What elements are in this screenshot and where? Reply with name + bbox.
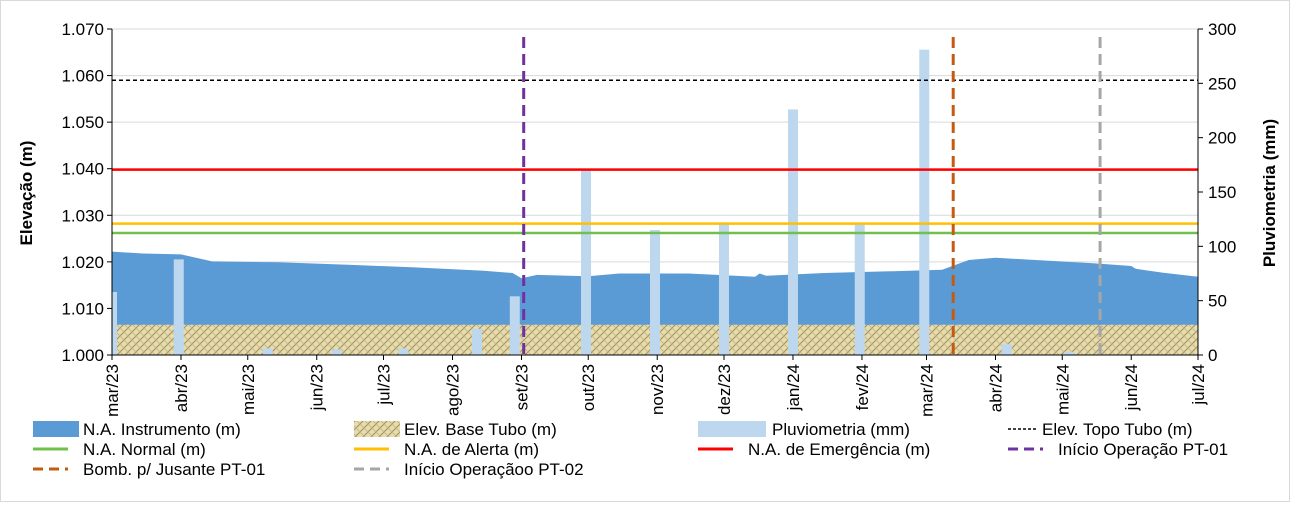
y-left-tick-label: 1.010 (61, 299, 104, 318)
x-tick-label: abr/23 (172, 364, 191, 412)
x-tick-label: abr/24 (986, 364, 1005, 412)
legend-label: Bomb. p/ Jusante PT-01 (83, 460, 265, 479)
legend-swatch (33, 421, 79, 437)
plot-area (112, 28, 1198, 355)
y-right-tick-label: 300 (1208, 20, 1236, 39)
bar-pluviometria (112, 291, 117, 355)
y-left-tick-label: 1.060 (61, 67, 104, 86)
x-tick-label: mar/24 (918, 364, 937, 417)
y-right-tick-label: 200 (1208, 129, 1236, 148)
bar-pluviometria (1063, 351, 1074, 355)
y-right-tick-label: 250 (1208, 74, 1236, 93)
bar-pluviometria (718, 222, 729, 355)
y-left-tick-label: 1.070 (61, 20, 104, 39)
x-tick-label: jun/23 (308, 364, 327, 411)
x-tick-label: jun/24 (1122, 364, 1141, 411)
bar-pluviometria (919, 49, 930, 355)
bar-pluviometria (509, 296, 520, 355)
x-tick-label: out/23 (579, 364, 598, 411)
legend-label: N.A. de Emergência (m) (748, 440, 930, 459)
x-tick-label: mai/23 (239, 364, 258, 415)
legend-label: Pluviometria (mm) (772, 420, 910, 439)
bar-pluviometria (471, 328, 482, 355)
x-tick-label: dez/23 (715, 364, 734, 415)
x-tick-label: jul/24 (1189, 364, 1208, 406)
y-right-tick-label: 100 (1208, 237, 1236, 256)
y-right-tick-label: 50 (1208, 292, 1227, 311)
legend-label: N.A. de Alerta (m) (404, 440, 539, 459)
x-tick-label: fev/24 (853, 364, 872, 410)
axes: 1.000 1.010 1.020 1.030 1.040 1.050 1.060 1.070… (61, 20, 1236, 417)
x-tick-label: nov/23 (648, 364, 667, 415)
bar-pluviometria (173, 259, 184, 355)
series-group (112, 37, 1198, 355)
bar-pluviometria (331, 349, 342, 355)
y-right-tick-label: 150 (1208, 183, 1236, 202)
x-tick-label: mar/23 (103, 364, 122, 417)
x-tick-label: set/23 (512, 364, 531, 410)
legend-swatch (698, 421, 766, 437)
bar-pluviometria (1001, 344, 1012, 355)
y-axis-left-title: Elevação (m) (17, 141, 36, 246)
y-left-tick-label: 1.030 (61, 206, 104, 225)
legend-swatch (354, 421, 400, 437)
bar-pluviometria (854, 224, 865, 355)
y-left-tick-label: 1.000 (61, 346, 104, 365)
y-left-tick-label: 1.040 (61, 160, 104, 179)
legend-label: N.A. Instrumento (m) (83, 420, 241, 439)
legend-label: Elev. Base Tubo (m) (404, 420, 557, 439)
x-tick-label: jul/23 (375, 364, 394, 406)
y-left-tick-label: 1.020 (61, 253, 104, 272)
y-right-tick-label: 0 (1208, 346, 1217, 365)
bar-pluviometria (581, 170, 592, 355)
bar-pluviometria (262, 348, 273, 355)
x-tick-label: jan/24 (784, 364, 803, 411)
bar-pluviometria (650, 230, 660, 355)
legend-label: N.A. Normal (m) (83, 440, 206, 459)
x-tick-label: ago/23 (443, 364, 462, 416)
legend-label: Início Operação PT-01 (1058, 440, 1228, 459)
legend-label: Elev. Topo Tubo (m) (1042, 420, 1193, 439)
x-tick-label: mai/24 (1053, 364, 1072, 415)
legend: N.A. Instrumento (m) Elev. Base Tubo (m) P… (33, 420, 1228, 479)
legend-label: Início Operaçãoo PT-02 (404, 460, 584, 479)
bar-pluviometria (398, 348, 409, 355)
y-axis-right-title: Pluviometria (mm) (1260, 119, 1279, 267)
y-left-tick-label: 1.050 (61, 113, 104, 132)
